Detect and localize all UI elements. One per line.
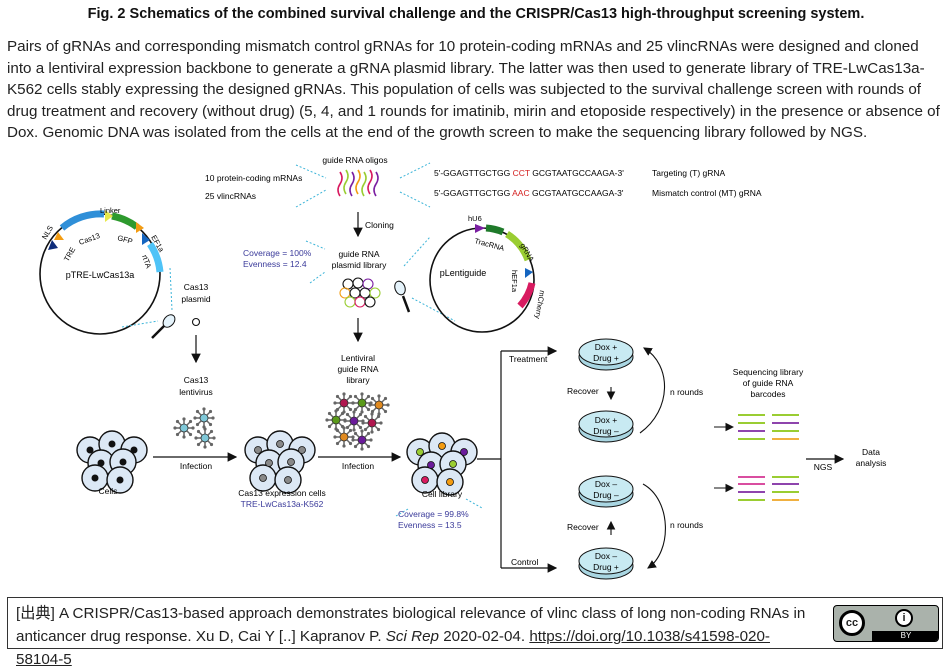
barcode-set-control xyxy=(738,476,799,501)
cell-library-icon xyxy=(406,432,478,496)
svg-text:TRE: TRE xyxy=(62,246,77,263)
recover-label-1: Recover xyxy=(567,386,599,396)
cas13-plasmid-map: NLS TRE Cas13 Linker GFP EF1a rtTA pTRE-… xyxy=(39,206,166,335)
svg-text:hU6: hU6 xyxy=(468,214,482,223)
svg-text:mCherry: mCherry xyxy=(533,290,547,320)
figure-caption: Pairs of gRNAs and corresponding mismatc… xyxy=(7,38,940,141)
plasmid-pool-icon xyxy=(339,277,381,308)
svg-text:Drug –: Drug – xyxy=(593,490,619,500)
expression-cells-icon xyxy=(244,430,316,494)
rounds-arrow-1 xyxy=(639,347,666,434)
target-vlinc: 25 vlincRNAs xyxy=(205,191,256,201)
svg-text:5'-GGAGTTGCTGG AAC GCGTAATGCCA: 5'-GGAGTTGCTGG AAC GCGTAATGCCAAGA-3' xyxy=(434,188,624,198)
cell-library-evenness: Evenness = 13.5 xyxy=(398,520,462,530)
oligos-label: guide RNA oligos xyxy=(322,155,387,165)
dotted-connector xyxy=(121,267,173,328)
magnifier-icon xyxy=(394,280,411,313)
sequencing-label-2: of guide RNA xyxy=(743,378,794,388)
cell-library-coverage: Coverage = 99.8% xyxy=(398,509,469,519)
cas13-virus-icon xyxy=(172,406,217,450)
branch-connector xyxy=(477,346,558,573)
ngs-label: NGS xyxy=(814,462,833,472)
data-analysis-label-2: analysis xyxy=(856,458,887,468)
figure-title: Fig. 2 Schematics of the combined surviv… xyxy=(87,6,865,22)
cells-icon xyxy=(76,430,148,494)
plasmid-library-label-2: plasmid library xyxy=(332,260,388,270)
dotted-connector xyxy=(305,236,456,322)
infection-label-2: Infection xyxy=(342,461,374,471)
svg-text:Drug –: Drug – xyxy=(593,426,619,436)
sequence-targeting: 5'-GGAGTTGCTGG CCT GCGTAATGCCAAGA-3' Tar… xyxy=(434,168,726,178)
dish-dox-plus-drug-plus: Dox + Drug + xyxy=(578,338,634,371)
control-label: Control xyxy=(511,557,539,567)
svg-text:Cas13: Cas13 xyxy=(78,231,101,247)
journal-name: Sci Rep xyxy=(385,628,439,645)
dotted-connector xyxy=(395,498,483,517)
lentiviral-library-label-2: guide RNA xyxy=(337,364,378,374)
svg-text:Dox –: Dox – xyxy=(595,479,617,489)
cas13-plasmid-icon xyxy=(191,317,201,327)
sequencing-label-3: barcodes xyxy=(751,389,786,399)
guide-virus-library-icon xyxy=(324,391,391,452)
cas13-lentivirus-label-2: lentivirus xyxy=(179,387,213,397)
sequencing-label-1: Sequencing library xyxy=(733,367,804,377)
plasmid-coverage: Coverage = 100% xyxy=(243,248,312,258)
svg-text:Mismatch control (MT) gRNA: Mismatch control (MT) gRNA xyxy=(652,188,762,198)
cc-icon: cc xyxy=(839,610,865,636)
cells-label: Cells xyxy=(99,486,118,496)
cas13-plasmid-name: pTRE-LwCas13a xyxy=(66,270,135,280)
svg-text:rtTA: rtTA xyxy=(140,254,153,270)
source-citation: [出典] A CRISPR/Cas13-based approach demon… xyxy=(16,605,806,668)
svg-text:Drug +: Drug + xyxy=(593,562,619,572)
cas13-lentivirus-label-1: Cas13 xyxy=(184,375,209,385)
rounds-arrow-2 xyxy=(642,483,666,569)
expression-cells-label: Cas13 expression cells xyxy=(238,488,325,498)
treatment-label: Treatment xyxy=(509,354,548,364)
svg-text:Dox +: Dox + xyxy=(595,415,617,425)
svg-text:Targeting (T) gRNA: Targeting (T) gRNA xyxy=(652,168,726,178)
oligo-squiggles-icon xyxy=(337,169,379,197)
target-protein-coding: 10 protein-coding mRNAs xyxy=(205,173,302,183)
source-citation-box: [出典] A CRISPR/Cas13-based approach demon… xyxy=(7,597,943,668)
sequence-mismatch: 5'-GGAGTTGCTGG AAC GCGTAATGCCAAGA-3' Mis… xyxy=(434,188,762,198)
dish-dox-minus-drug-plus: Dox – Drug + xyxy=(578,547,634,580)
infection-label-1: Infection xyxy=(180,461,212,471)
dish-dox-minus-drug-minus: Dox – Drug – xyxy=(578,475,634,508)
cc-by-license-badge[interactable]: cc i BY xyxy=(833,605,939,642)
plasmid-evenness: Evenness = 12.4 xyxy=(243,259,307,269)
svg-text:5'-GGAGTTGCTGG CCT GCGTAATGCCA: 5'-GGAGTTGCTGG CCT GCGTAATGCCAAGA-3' xyxy=(434,168,624,178)
cas13-plasmid-label-1: Cas13 xyxy=(184,282,209,292)
rounds-label-2: n rounds xyxy=(670,520,703,530)
dotted-connector xyxy=(295,162,431,208)
by-label: BY xyxy=(872,631,938,641)
cell-library-label: Cell library xyxy=(422,489,463,499)
barcode-set-treatment xyxy=(738,414,799,440)
svg-text:hEF1a: hEF1a xyxy=(510,270,519,293)
svg-text:Dox +: Dox + xyxy=(595,342,617,352)
lentiviral-library-label-1: Lentiviral xyxy=(341,353,375,363)
cloning-label: Cloning xyxy=(365,220,394,230)
svg-text:TracRNA: TracRNA xyxy=(473,236,505,253)
svg-text:NLS: NLS xyxy=(40,224,55,241)
data-analysis-label-1: Data xyxy=(862,447,880,457)
dish-dox-plus-drug-minus: Dox + Drug – xyxy=(578,410,634,443)
plasmid-library-label-1: guide RNA xyxy=(338,249,379,259)
rounds-label-1: n rounds xyxy=(670,387,703,397)
expression-cells-line: TRE-LwCas13a-K562 xyxy=(241,499,324,509)
recover-label-2: Recover xyxy=(567,522,599,532)
attribution-icon: i xyxy=(895,609,913,627)
guide-plasmid-name: pLentiguide xyxy=(440,268,487,278)
svg-text:Drug +: Drug + xyxy=(593,353,619,363)
schematic-diagram: guide RNA oligos 10 protein-coding mRNAs… xyxy=(39,155,887,580)
svg-text:GFP: GFP xyxy=(116,233,133,246)
guide-plasmid-map: hU6 TracRNA gRNA hEF1a mCherry pLentigui… xyxy=(429,214,547,333)
cas13-plasmid-label-2: plasmid xyxy=(181,294,211,304)
svg-text:Linker: Linker xyxy=(100,206,121,215)
magnifier-icon xyxy=(151,314,176,339)
lentiviral-library-label-3: library xyxy=(346,375,370,385)
svg-text:Dox –: Dox – xyxy=(595,551,617,561)
